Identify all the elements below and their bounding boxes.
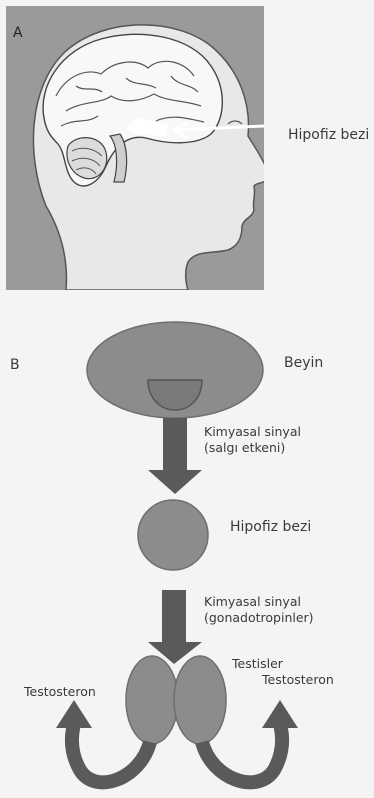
signal-arrow-1-head	[148, 470, 202, 494]
testosterone-label-right: Testosteron	[262, 672, 334, 688]
signal-1-label: Kimyasal sinyal (salgı etkeni)	[204, 424, 301, 456]
testosterone-arrow-right-head	[262, 700, 298, 728]
brain-label: Beyin	[284, 356, 323, 370]
signal-arrow-2-shaft	[162, 590, 186, 644]
testis-right	[174, 656, 226, 744]
testosterone-arrow-left-head	[56, 700, 92, 728]
signal-1-line-2: (salgı etkeni)	[204, 440, 301, 456]
signal-2-label: Kimyasal sinyal (gonadotropinler)	[204, 594, 314, 626]
signal-2-line-1: Kimyasal sinyal	[204, 594, 314, 610]
pituitary-circle	[138, 500, 208, 570]
panel-b-letter: B	[10, 358, 20, 372]
testes-label: Testisler	[232, 656, 283, 672]
testis-left	[126, 656, 178, 744]
testosterone-label-left: Testosteron	[24, 684, 96, 700]
signal-2-line-2: (gonadotropinler)	[204, 610, 314, 626]
signal-arrow-1-shaft	[163, 418, 187, 472]
pituitary-label-b: Hipofiz bezi	[230, 520, 311, 534]
signal-1-line-1: Kimyasal sinyal	[204, 424, 301, 440]
